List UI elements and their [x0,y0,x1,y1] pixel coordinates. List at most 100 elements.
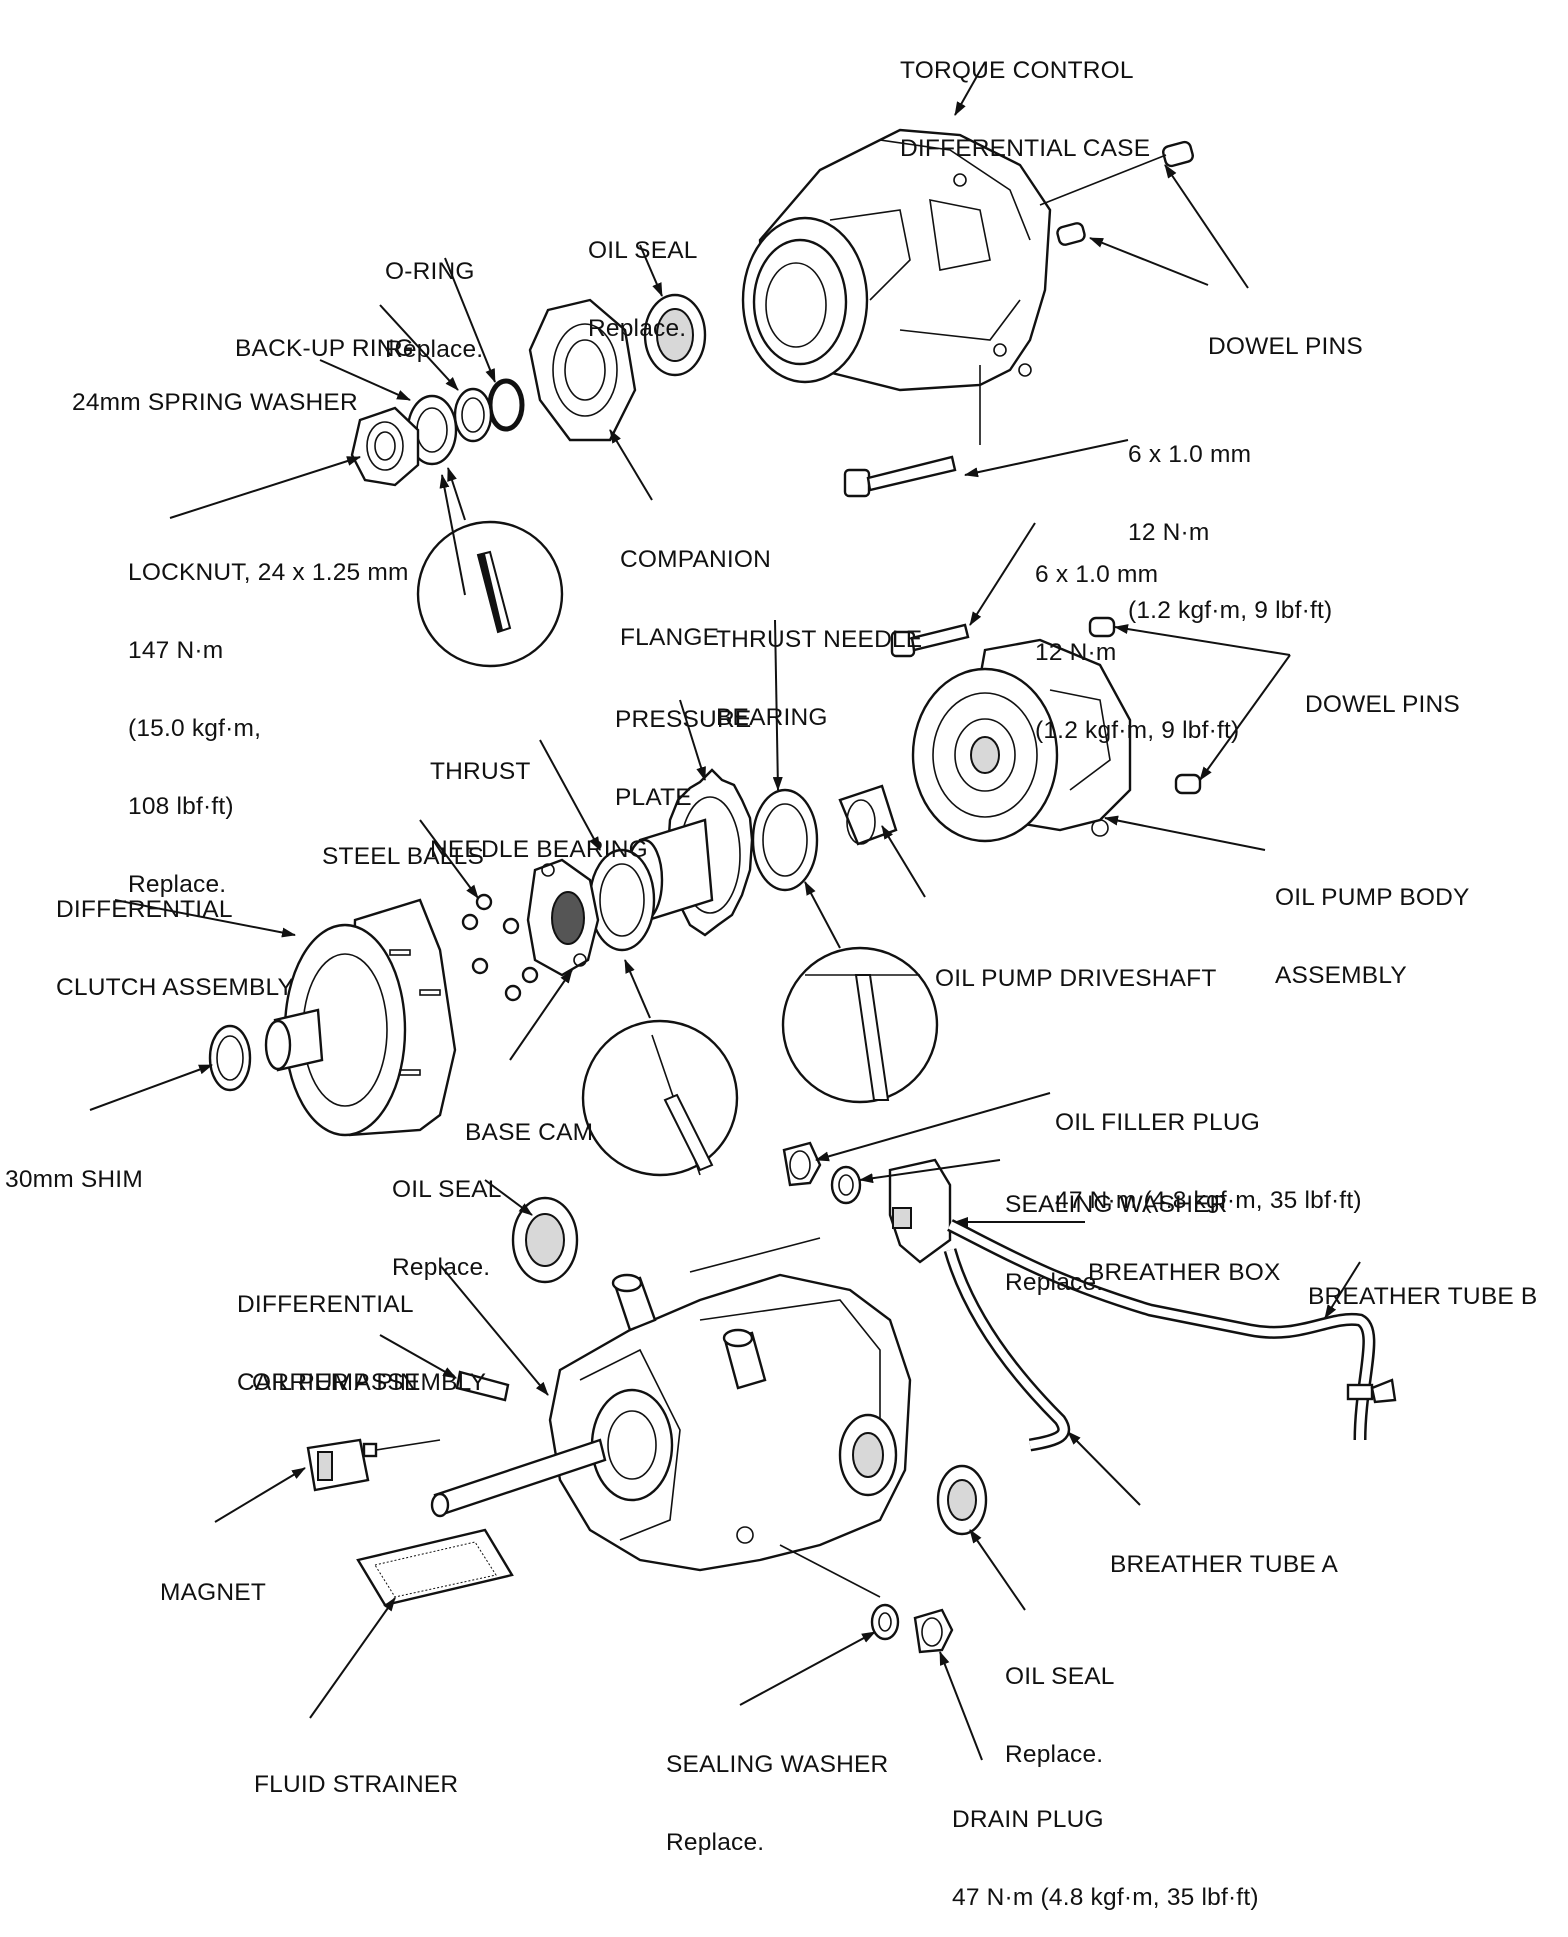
detail-circle-mid-left [581,1019,739,1177]
label-line: DIFFERENTIAL [237,1291,414,1318]
label-line: OIL FILLER PLUG [1055,1109,1260,1136]
label-line: PRESSURE [615,706,752,733]
label-line: Replace. [1005,1741,1104,1768]
label-oil-seal-top: OIL SEAL Replace. [588,186,698,368]
label-line: OIL SEAL [588,237,698,264]
label-line: Replace. [588,315,687,342]
dowel-pin-part [1039,140,1194,246]
label-line: 147 N·m [128,637,224,664]
oil-seal-bottom-part [936,1464,988,1536]
label-oil-pump-body-assembly: OIL PUMP BODY ASSEMBLY [1275,833,1470,1015]
label-line: 47 N·m (4.8 kgf·m, 35 lbf·ft) [952,1884,1259,1911]
label-breather-tube-a: BREATHER TUBE A [1110,1500,1338,1604]
o-ring-part [487,378,525,432]
label-o-ring: O-RING Replace. [385,207,483,389]
thrust-needle-bearing-right-part [751,788,819,892]
label-oil-pump-driveshaft: OIL PUMP DRIVESHAFT [935,914,1217,1018]
label-line: MAGNET [160,1579,267,1606]
spring-washer-part [406,394,458,466]
oil-seal-top-part [643,293,707,377]
label-line: SEALING WASHER [1005,1191,1228,1218]
label-line: DRAIN PLUG [952,1806,1104,1833]
label-line: Replace. [128,871,227,898]
label-line: Replace. [385,336,484,363]
label-line: DIFFERENTIAL [56,896,233,923]
label-spring-washer-24mm: 24mm SPRING WASHER [72,338,358,442]
label-line: 30mm SHIM [5,1166,143,1193]
label-line: PLATE [615,784,692,811]
label-line: 24mm SPRING WASHER [72,389,358,416]
label-dowel-pins-top: DOWEL PINS [1208,282,1363,386]
label-line: 12 N·m [1128,519,1210,546]
label-breather-box: BREATHER BOX [1088,1208,1281,1312]
sealing-washer-bottom-part [870,1603,900,1641]
label-line: DOWEL PINS [1208,333,1363,360]
label-line: Replace. [1005,1269,1104,1296]
breather-tube-b-part [947,1219,1397,1441]
exploded-diagram: TORQUE CONTROL DIFFERENTIAL CASE DOWEL P… [5,58,1538,1911]
label-companion-flange: COMPANION FLANGE [620,495,771,677]
label-line: OIL PUMP DRIVESHAFT [935,965,1217,992]
label-bolt-torque-mid: 6 x 1.0 mm 12 N·m (1.2 kgf·m, 9 lbf·ft) [1035,510,1239,770]
label-line: O-RING [385,258,475,285]
sealing-washer-top-part [830,1165,862,1205]
label-line: BREATHER TUBE B [1308,1283,1538,1310]
label-oil-filler-plug: OIL FILLER PLUG 47 N·m (4.8 kgf·m, 35 lb… [1055,1058,1362,1240]
label-pressure-plate: PRESSURE PLATE [615,655,751,837]
bolt-top-part [843,365,981,498]
label-line: COMPANION [620,546,772,573]
back-up-ring-part [453,387,493,443]
label-thrust-needle-bearing-left: THRUST NEEDLE BEARING [430,707,648,889]
label-line: (15.0 kgf·m, [128,715,262,742]
label-line: FLANGE [620,624,720,651]
label-drain-plug: DRAIN PLUG 47 N·m (4.8 kgf·m, 35 lbf·ft) [952,1755,1259,1937]
label-line: CLUTCH ASSEMBLY [56,974,295,1001]
label-base-cam: BASE CAM [465,1068,593,1172]
label-line: BASE CAM [465,1119,594,1146]
label-line: BREATHER BOX [1088,1259,1281,1286]
label-line: Replace. [392,1254,491,1281]
magnet-part [306,1438,441,1492]
label-line: OIL PUMP PIN [252,1369,418,1396]
label-line: NEEDLE BEARING [430,836,648,863]
label-line: DIFFERENTIAL CASE [900,135,1151,162]
label-line: SEALING WASHER [666,1751,889,1778]
label-bolt-torque-top: 6 x 1.0 mm 12 N·m (1.2 kgf·m, 9 lbf·ft) [1128,390,1332,650]
label-differential-carrier-assembly: DIFFERENTIAL CARRIER ASSEMBLY [237,1240,486,1422]
label-line: 108 lbf·ft) [128,793,234,820]
label-line: 6 x 1.0 mm [1128,441,1252,468]
label-line: ASSEMBLY [1275,962,1407,989]
label-differential-clutch-assembly: DIFFERENTIAL CLUTCH ASSEMBLY [56,845,294,1027]
label-line: OIL SEAL [1005,1663,1115,1690]
label-line: OIL SEAL [392,1176,502,1203]
label-line: 47 N·m (4.8 kgf·m, 35 lbf·ft) [1055,1187,1362,1214]
label-line: DOWEL PINS [1305,691,1460,718]
label-line: 6 x 1.0 mm [1035,561,1159,588]
label-line: FLUID STRAINER [254,1771,459,1798]
dowel-pin-mid-part [1088,616,1202,795]
label-shim-30mm: 30mm SHIM [5,1115,143,1219]
locknut-part [350,406,420,487]
oil-pump-pin-part [455,1370,510,1402]
label-line: LOCKNUT, 24 x 1.25 mm [128,559,409,586]
differential-carrier-assembly-part [430,1237,912,1598]
label-line: STEEL BALLS [322,843,484,870]
leader-lines [89,61,1361,1761]
label-sealing-washer-bottom: SEALING WASHER Replace. [666,1700,888,1882]
detail-circle-mid-right [781,946,939,1104]
label-line: THRUST [430,758,531,785]
label-line: 12 N·m [1035,639,1117,666]
bolt-mid-part [890,623,970,658]
fluid-strainer-part [356,1528,514,1607]
oil-seal-left-part [511,1196,579,1284]
detail-circle-top [416,520,564,668]
drain-plug-part [913,1608,954,1654]
label-locknut: LOCKNUT, 24 x 1.25 mm 147 N·m (15.0 kgf·… [128,508,409,924]
label-oil-pump-pin: OIL PUMP PIN [252,1318,418,1422]
oil-filler-plug-part [782,1141,822,1187]
label-thrust-needle-bearing-right: THRUST NEEDLE BEARING [716,575,922,757]
label-oil-seal-bottom: OIL SEAL Replace. [1005,1612,1115,1794]
label-line: Replace. [666,1829,765,1856]
label-line: (1.2 kgf·m, 9 lbf·ft) [1035,717,1240,744]
label-line: THRUST NEEDLE [716,626,923,653]
